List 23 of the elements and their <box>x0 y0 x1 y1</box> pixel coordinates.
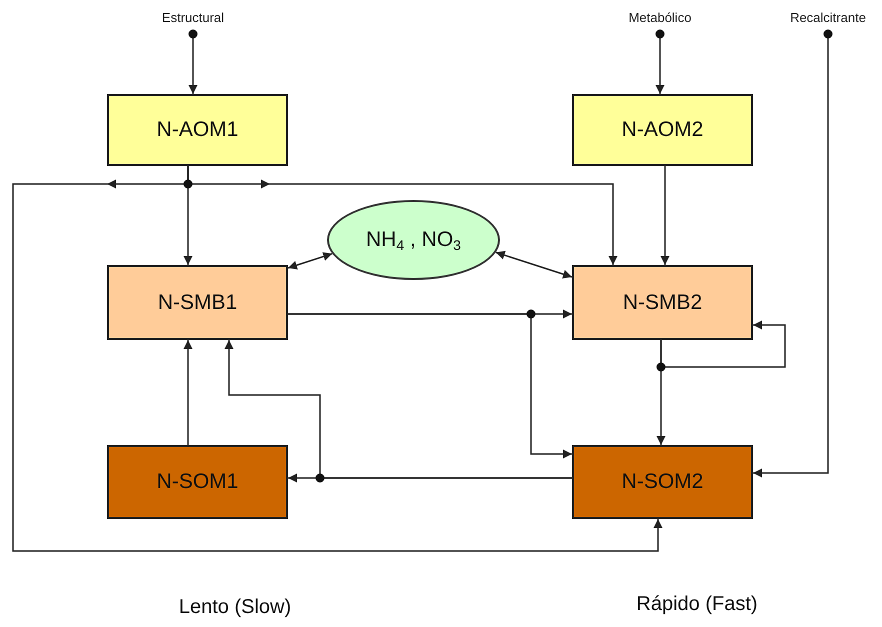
speed-label: Rápido (Fast) <box>636 593 758 616</box>
pool-ellipse: NH$_{4}$ , NO$_{3}$ <box>327 200 500 280</box>
source-label: Estructural <box>150 9 236 29</box>
process-box: N-SMB2 <box>572 265 753 340</box>
connector-arrow <box>496 250 572 279</box>
connector-arrow <box>12 166 662 552</box>
source-label: Recalcitrante <box>778 9 878 29</box>
connector-arrow <box>660 166 670 265</box>
connector-arrow <box>184 340 192 445</box>
process-box: N-SMB1 <box>107 265 288 340</box>
process-box: N-AOM1 <box>107 94 288 166</box>
source-label: Metabólico <box>618 9 702 29</box>
connector-arrow <box>188 30 198 94</box>
process-box: N-SOM2 <box>572 445 753 519</box>
connector-arrow <box>660 320 786 368</box>
speed-label: Lento (Slow) <box>178 596 292 619</box>
connector-arrow <box>288 313 572 458</box>
connector-arrow <box>224 340 572 479</box>
connector-arrow <box>753 30 832 478</box>
process-box: N-SOM1 <box>107 445 288 519</box>
connector-arrow <box>656 30 664 94</box>
process-box: N-AOM2 <box>572 94 753 166</box>
connector-arrow <box>288 252 332 270</box>
